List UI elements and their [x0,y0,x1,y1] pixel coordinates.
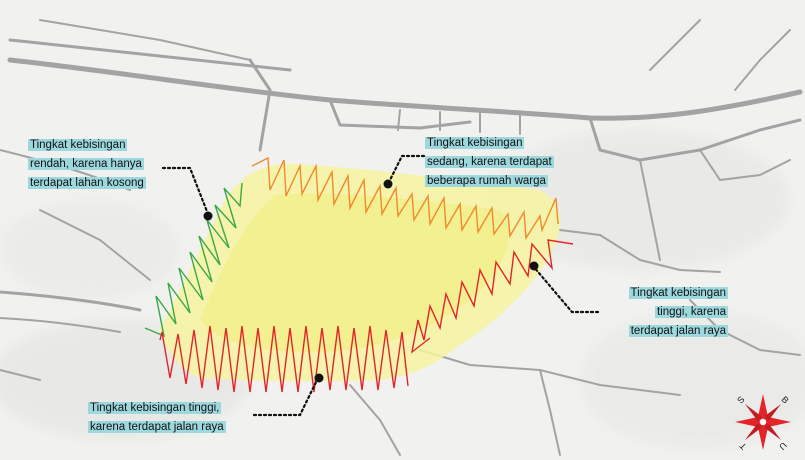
leader-red-right [531,264,600,314]
label-high-noise-right: Tingkat kebisingan tinggi, karena terdap… [598,284,728,341]
medium-noise-zigzag [251,156,559,241]
high-noise-zigzag-bottom [159,325,409,393]
label-high-noise-right-line-3: terdapat jalan raya [628,325,728,337]
leader-dots [203,179,539,383]
noise-study-area-core [200,193,509,352]
leader-red-bottom [252,376,320,417]
compass-west: B [779,394,790,405]
compass-north: U [777,440,789,452]
label-low-noise-line-2: rendah, karena hanya [28,158,144,170]
marker-red-right [529,261,539,271]
label-high-noise-bottom-line-1: Tingkat kebisingan tinggi, [88,402,222,414]
high-noise-zigzag-right [410,239,574,354]
compass-rose-icon: S B U T [735,394,791,452]
label-low-noise-line-1: Tingkat kebisingan [28,139,128,151]
marker-red-bottom [314,373,324,383]
label-high-noise-right-line-1: Tingkat kebisingan [628,287,728,299]
marker-orange [383,179,393,189]
label-medium-noise-line-2: sedang, karena terdapat [425,156,554,168]
leader-orange [386,154,426,186]
compass-east: T [737,440,748,451]
label-low-noise: Tingkat kebisingan rendah, karena hanya … [28,136,178,193]
label-high-noise-bottom-line-2: karena terdapat jalan raya [88,421,226,433]
marker-green [203,211,213,221]
label-medium-noise: Tingkat kebisingan sedang, karena terdap… [425,134,575,191]
leader-green [161,166,210,216]
label-medium-noise-line-1: Tingkat kebisingan [425,137,525,149]
leader-lines [161,154,600,417]
label-high-noise-bottom: Tingkat kebisingan tinggi, karena terdap… [88,399,258,437]
label-high-noise-right-line-2: tinggi, karena [654,306,728,318]
label-low-noise-line-3: terdapat lahan kosong [28,177,146,189]
road-network [0,19,803,456]
compass-south: S [735,394,746,405]
low-noise-zigzag [144,182,243,338]
label-medium-noise-line-3: beberapa rumah warga [425,175,548,187]
